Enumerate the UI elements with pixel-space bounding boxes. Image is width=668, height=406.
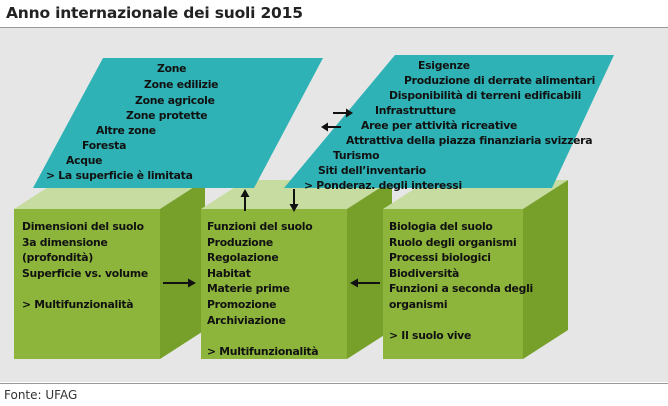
top-right-parallelogram (284, 55, 614, 188)
box-mid-line: Regolazione (207, 251, 279, 265)
box-mid-line: Funzioni del suolo (207, 220, 313, 233)
box-left-line: (profondità) (22, 251, 94, 265)
box-left-line: > Multifunzionalità (22, 297, 134, 311)
box-right-line (389, 313, 533, 329)
box-mid-line: Promozione (207, 297, 277, 311)
arrow-right-icon (163, 278, 196, 288)
top-left-item: Zone agricole (135, 94, 215, 107)
box-right-side-face (523, 180, 568, 359)
box-mid-line: Produzione (207, 235, 273, 249)
top-left-item: Zone (157, 62, 187, 75)
box-right-line: Funzioni a seconda degli (389, 282, 534, 296)
top-right-item: Siti dell’inventario (318, 164, 426, 177)
top-right-item: Infrastrutture (375, 104, 456, 117)
top-right-item: Aree per attività ricreative (361, 119, 518, 132)
source-note: Fonte: UFAG (4, 388, 78, 402)
box-right-text: Biologia del suolo Ruolo degli organismi… (389, 219, 533, 344)
top-right-item: Turismo (333, 149, 380, 162)
box-left-line: Superficie vs. volume (22, 266, 148, 280)
box-mid-line: Materie prime (207, 282, 290, 296)
box-left-line: Dimensioni del suolo (22, 220, 144, 233)
arrow-left-icon (350, 278, 380, 288)
box-right-line: Processi biologici (389, 251, 491, 265)
box-right-line: > Il suolo vive (389, 329, 472, 343)
box-mid-line: Archiviazione (207, 313, 286, 327)
box-mid-front-face (201, 209, 347, 359)
top-left-item: Altre zone (96, 124, 156, 137)
top-left-item: Zone protette (126, 109, 208, 122)
top-left-item: Acque (66, 154, 103, 167)
top-right-item: Attrattiva della piazza finanziaria sviz… (346, 134, 593, 147)
box-right-line: organismi (389, 297, 448, 311)
box-left-line (22, 281, 148, 297)
box-left-line: 3a dimensione (22, 235, 108, 249)
box-mid-line (207, 328, 318, 344)
arrow-down-icon (289, 189, 299, 212)
box-left-text: Dimensioni del suolo 3a dimensione (prof… (22, 219, 148, 313)
box-mid-text: Funzioni del suolo Produzione Regolazion… (207, 219, 319, 359)
top-left-parallelogram (33, 58, 323, 188)
top-left-item: > La superficie è limitata (46, 169, 193, 182)
arrow-exchange-icon (321, 108, 353, 132)
title-divider (0, 27, 668, 28)
top-right-item: > Ponderaz. degli interessi (304, 179, 462, 192)
bottom-divider (0, 383, 668, 384)
box-right-line: Biologia del suolo (389, 220, 493, 233)
top-left-item: Zone edilizie (144, 78, 219, 91)
box-right-front-face (383, 209, 523, 359)
top-right-item: Disponibilità di terreni edificabili (389, 89, 582, 102)
box-left-side-face (160, 180, 205, 359)
box-mid-side-face (347, 180, 392, 359)
box-right-line: Ruolo degli organismi (389, 235, 517, 249)
top-left-item: Foresta (82, 139, 127, 152)
arrow-up-icon (240, 189, 250, 211)
box-mid-line: > Multifunzionalità (207, 344, 319, 358)
box-right-line: Biodiversità (389, 266, 460, 280)
box-mid-line: Habitat (207, 266, 251, 280)
top-right-item: Produzione di derrate alimentari (404, 74, 596, 87)
chart-title: Anno internazionale dei suoli 2015 (6, 4, 303, 22)
top-right-item: Esigenze (418, 59, 470, 72)
box-left-front-face (14, 209, 160, 359)
